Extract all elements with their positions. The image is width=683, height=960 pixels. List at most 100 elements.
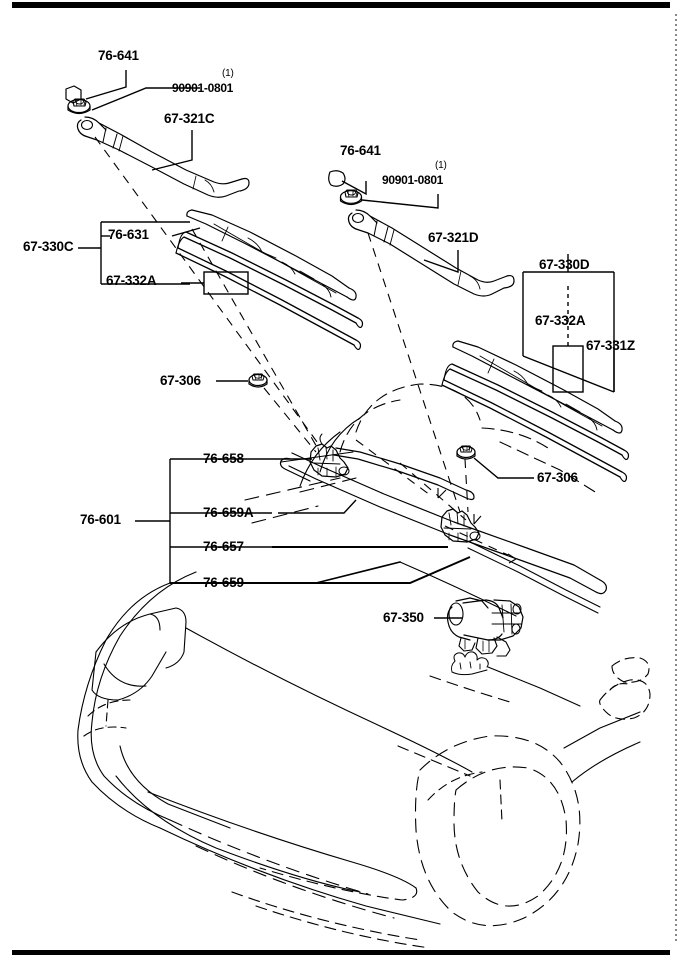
projection-right-arm <box>367 232 461 513</box>
side-marker <box>599 679 651 720</box>
leader-nut-right <box>361 194 439 209</box>
bumper-bottom-inner <box>169 819 369 895</box>
label-wiper-arm-left: 67-321C <box>164 111 215 126</box>
hood-front-edge <box>185 627 473 773</box>
pivot-nut-right-part <box>456 445 476 460</box>
headlight-left-right <box>165 607 187 669</box>
link-rod-secondary <box>467 541 601 614</box>
pivot-nut-left-part <box>248 373 268 388</box>
label-wiper-arm-right: 67-321D <box>428 230 479 245</box>
label-blade-right: 67-331Z <box>586 338 635 353</box>
label-wiper-motor: 67-350 <box>383 610 424 625</box>
corner-det-left-2 <box>105 699 109 727</box>
wheel-right-inner <box>453 766 567 907</box>
projection-left-blade <box>191 228 319 450</box>
callout-box-refill-left <box>203 271 249 295</box>
nose-left <box>77 729 161 829</box>
label-linkage-assy: 76-601 <box>80 512 121 527</box>
cowl-arc-2 <box>299 431 341 487</box>
grille-bottom <box>259 867 418 901</box>
hood-line-2 <box>251 505 319 524</box>
corner-det-left <box>87 699 131 717</box>
label-pivot-nut-left: 67-306 <box>160 373 201 388</box>
projection-pivot-nut-left <box>263 387 317 453</box>
label-pivot-nut-right: 67-306 <box>537 470 578 485</box>
grille-top <box>147 791 417 889</box>
corner-det-left-3 <box>83 726 127 737</box>
side-marker-det <box>609 683 629 691</box>
windshield-inner <box>339 399 401 453</box>
projection-arrow-2 <box>399 462 467 521</box>
projection-left-arm <box>94 136 321 447</box>
bumper-crease-left <box>119 745 231 829</box>
side-vent <box>611 657 650 683</box>
label-cap-nut-right: 76-641 <box>340 143 381 158</box>
wiper-arm-left-part <box>76 116 250 198</box>
wiper-motor-part <box>446 597 524 657</box>
side-panel-top <box>563 711 641 749</box>
leader-link-rod-a <box>278 499 357 514</box>
label-refill-right: 67-332A <box>535 313 586 328</box>
fender-edge-right <box>499 441 601 496</box>
label-blade-assy-left: 67-330C <box>23 239 74 254</box>
windshield-arc <box>355 383 481 433</box>
headlight-left-lens <box>103 663 147 687</box>
label-pivot-left: 76-658 <box>203 451 244 466</box>
hood-line-1 <box>244 477 341 501</box>
leader-arm-left <box>151 130 193 171</box>
label-link-rod: 76-659 <box>203 575 244 590</box>
cowl-edge-1 <box>280 451 354 463</box>
wiper-pivot-right-part <box>440 508 481 543</box>
label-blade-assy-right: 67-330D <box>539 257 590 272</box>
bottom-rule-bar <box>12 950 670 955</box>
leader-76-631 <box>171 227 201 237</box>
wiper-blade-right-part <box>452 340 623 434</box>
projection-arrow-3 <box>444 525 509 556</box>
splitter <box>231 891 421 941</box>
wheel-arch-det-1 <box>427 771 483 801</box>
fender-top-right <box>481 427 549 449</box>
hood-panel-line-2 <box>487 666 581 707</box>
callout-box-refill-right <box>552 345 584 393</box>
nose-left-inner <box>90 721 171 821</box>
cap-nut-right-part <box>328 170 346 187</box>
label-nut-left-qty: (1) <box>222 68 234 79</box>
bracket-330d-diag <box>522 355 615 393</box>
label-blade-left: 76-631 <box>108 227 149 242</box>
wiper-blade-left-part <box>186 209 357 301</box>
wiper-arm-right-part <box>347 209 515 297</box>
label-link-rod-a: 76-659A <box>203 505 254 520</box>
wiper-pivot-left-part <box>309 433 350 478</box>
hood-right-edge <box>399 561 517 617</box>
side-panel-2 <box>571 741 641 783</box>
washer-nozzle-detail <box>450 651 489 676</box>
wiper-refill-right-part <box>441 363 630 483</box>
grille-left <box>115 775 361 893</box>
bumper-bottom-2 <box>195 845 395 919</box>
cowl-edge-2 <box>169 561 401 584</box>
headlight-left-body <box>91 651 167 701</box>
top-rule-bar <box>12 2 670 8</box>
hood-panel-line-3 <box>397 745 471 777</box>
fender-left-top <box>77 582 171 731</box>
leader-pivot-nut-right <box>473 457 534 479</box>
headlight-left-det <box>149 613 161 631</box>
label-nut-left: 90901-0801 <box>172 81 234 95</box>
leader-cap-nut-left <box>85 70 127 100</box>
label-nut-right: 90901-0801 <box>382 173 444 187</box>
splitter-2 <box>255 905 431 949</box>
label-refill-left: 67-332A <box>106 273 157 288</box>
cowl-arc <box>319 417 361 473</box>
hood-line-3 <box>299 477 357 493</box>
leader-arm-right <box>423 250 459 273</box>
hood-panel-line <box>429 675 511 703</box>
nut-right-part <box>339 189 363 206</box>
label-cap-nut-left: 76-641 <box>98 48 139 63</box>
wheel-arch-right <box>414 735 581 927</box>
projection-pivot-nut-right <box>464 458 469 513</box>
bumper-bottom-left <box>159 827 441 925</box>
leader-cap-nut-right <box>341 180 367 196</box>
wheel-arch-det-2 <box>499 779 503 823</box>
